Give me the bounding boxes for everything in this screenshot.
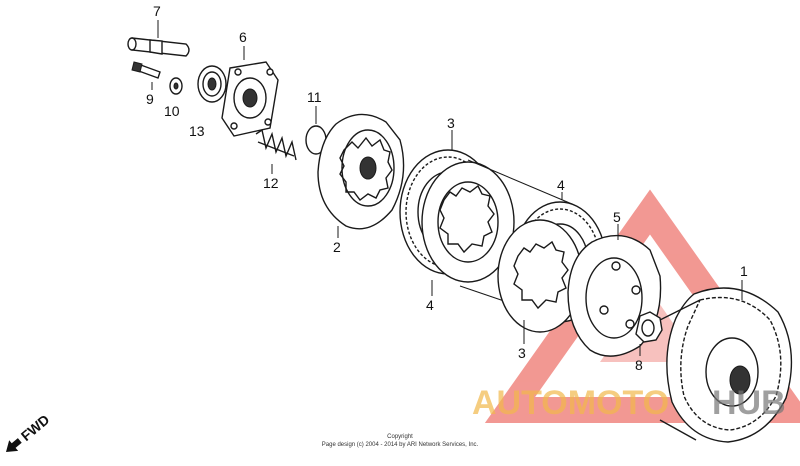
part-10-washer [169,77,183,95]
fwd-arrow-icon [6,438,22,452]
callout-6: 6 [239,29,247,45]
part-12-spring [255,128,297,174]
part-3-friction-disc-lower [497,219,583,344]
part-6-lifter-plate [221,46,279,137]
copyright-line-2: Page design (c) 2004 - 2014 by ARI Netwo… [322,442,479,448]
callout-4-left: 4 [426,297,434,313]
watermark-brand: AUTOMOTO HUB [472,384,786,422]
callout-13: 13 [189,123,205,139]
part-13-bearing [197,65,227,103]
fwd-label: FWD [18,411,53,444]
part-2-pressure-plate [317,113,405,238]
callout-5: 5 [613,209,621,225]
part-1-clutch-outer [659,280,793,443]
part-7-shaft [127,20,190,57]
part-4-steel-plate-left [421,161,515,296]
part-9-bolt [131,61,161,90]
part-callouts: 1 2 3 3 4 4 5 6 7 8 9 10 11 12 13 [146,3,748,373]
copyright-notice: Copyright Page design (c) 2004 - 2014 by… [322,434,479,448]
callout-1: 1 [740,263,748,279]
callout-12: 12 [263,175,279,191]
callout-8: 8 [635,357,643,373]
watermark-brand-part2: HUB [712,384,786,422]
callout-2: 2 [333,239,341,255]
callout-9: 9 [146,91,154,107]
callout-3-upper: 3 [447,115,455,131]
copyright-line-1: Copyright [387,434,413,440]
callout-10: 10 [164,103,180,119]
callout-11: 11 [307,89,322,105]
callout-3-lower: 3 [518,345,526,361]
part-8-lock-washer [635,311,663,356]
forward-direction-indicator: FWD [6,411,53,452]
callout-7: 7 [153,3,161,19]
callout-4-right: 4 [557,177,565,193]
watermark-brand-part1: AUTOMOTO [472,384,669,422]
